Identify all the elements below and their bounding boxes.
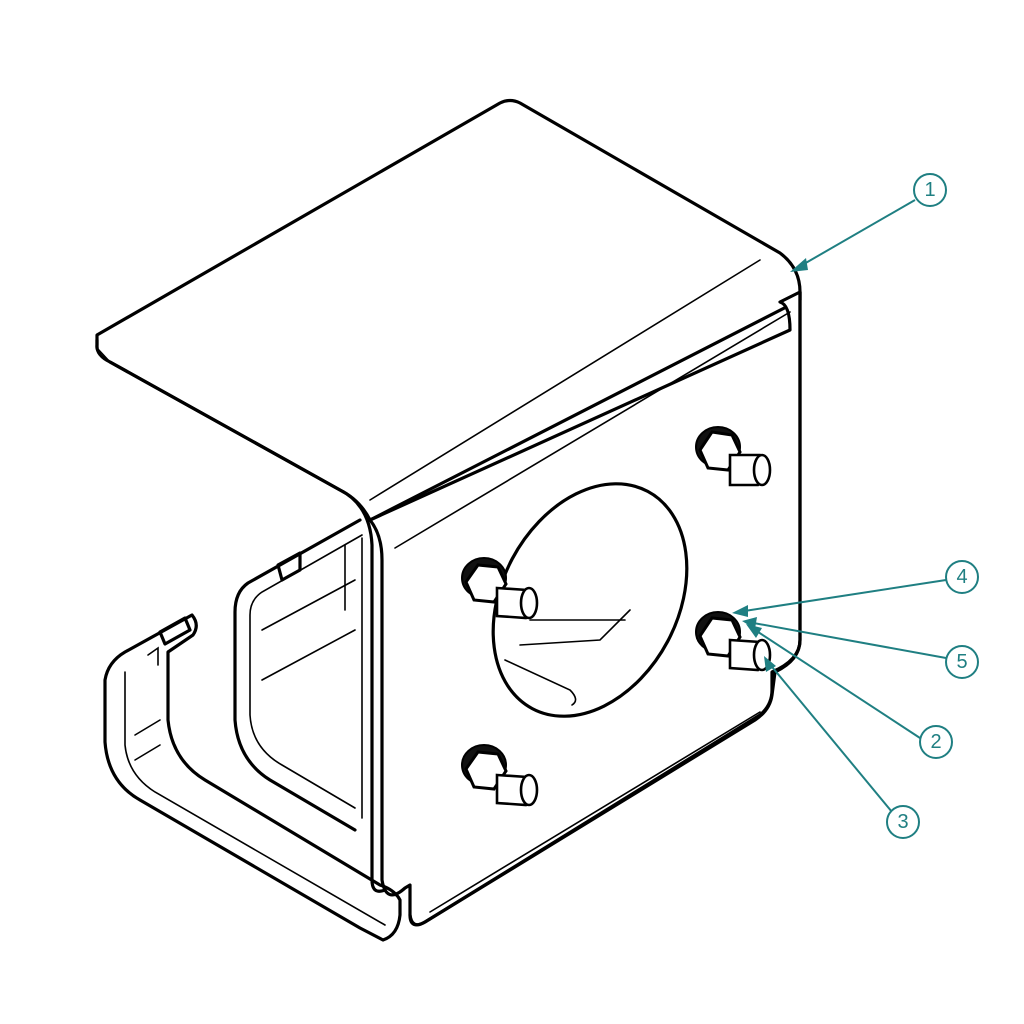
leader-2 [751, 627, 921, 739]
callout-4-label: 4 [956, 566, 967, 588]
callout-5: 5 [945, 645, 979, 679]
stud-nut-right-lower [695, 611, 772, 672]
center-hole [491, 482, 689, 718]
callout-2: 2 [919, 725, 953, 759]
arrowhead-4 [732, 605, 748, 617]
callout-3: 3 [886, 805, 920, 839]
callout-4: 4 [945, 560, 979, 594]
arrowhead-2 [746, 624, 762, 638]
callout-leaders [732, 199, 947, 813]
callout-5-label: 5 [956, 651, 967, 673]
callout-1: 1 [913, 173, 947, 207]
bracket-vertical-web [95, 338, 387, 893]
stud-nut-top-right [695, 426, 772, 487]
leader-1 [796, 199, 916, 269]
callout-3-label: 3 [897, 811, 908, 833]
leader-4 [737, 579, 947, 613]
callout-2-label: 2 [930, 731, 941, 753]
leader-3 [767, 661, 893, 813]
callout-1-label: 1 [924, 179, 935, 201]
stud-nut-left-upper [461, 557, 539, 620]
bracket-lower-hook [103, 613, 402, 942]
stud-nut-left-lower [461, 744, 539, 807]
arrowhead-1 [790, 258, 808, 272]
arrowhead-3 [764, 656, 776, 672]
leader-5 [747, 621, 947, 659]
